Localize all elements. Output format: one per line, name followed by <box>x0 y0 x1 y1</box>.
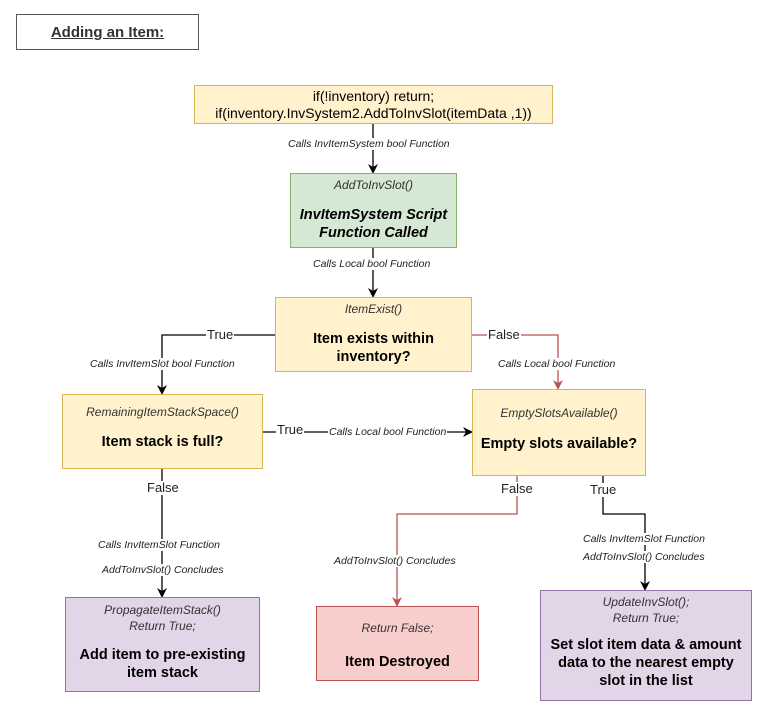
add-to-inv-slot-node: AddToInvSlot() InvItemSystem Script Func… <box>290 173 457 248</box>
edge-label-empty-false: False <box>500 481 534 496</box>
edge-label-stack-false-call-1: Calls InvItemSlot Function <box>97 539 221 551</box>
start-node: if(!inventory) return; if(inventory.InvS… <box>194 85 553 124</box>
add-to-inv-slot-fn: AddToInvSlot() <box>334 178 413 192</box>
item-exist-fn: ItemExist() <box>344 302 403 316</box>
item-exist-text: Item exists within inventory? <box>313 331 434 365</box>
empty-slots-text: Empty slots available? <box>480 436 638 452</box>
propagate-stack-node: PropagateItemStack() Return True; Add it… <box>65 597 260 692</box>
start-line-2: if(inventory.InvSystem2.AddToInvSlot(ite… <box>215 104 532 121</box>
edge-label-empty-false-call: AddToInvSlot() Concludes <box>333 555 457 567</box>
return-false-node: Return False; Item Destroyed <box>316 606 479 681</box>
update-fn-1: UpdateInvSlot(); <box>602 595 690 609</box>
edge-label-exist-true-call: Calls InvItemSlot bool Function <box>89 358 236 370</box>
edge-label-stack-false-call-2: AddToInvSlot() Concludes <box>101 564 225 576</box>
diagram-title-box: Adding an Item: <box>16 14 199 50</box>
edge-label-stack-false: False <box>146 480 180 495</box>
edge-label-start-to-add: Calls InvItemSystem bool Function <box>287 138 451 150</box>
edge-label-empty-true-call-1: Calls InvItemSlot Function <box>582 533 706 545</box>
edge-label-add-to-exist: Calls Local bool Function <box>312 258 432 270</box>
edge-label-exist-false-call: Calls Local bool Function <box>497 358 617 370</box>
edge-label-stack-true-call: Calls Local bool Function <box>328 426 448 438</box>
item-exist-node: ItemExist() Item exists within inventory… <box>275 297 472 372</box>
add-to-inv-slot-text: InvItemSystem Script Function Called <box>299 207 448 241</box>
edge-label-empty-true: True <box>589 482 618 497</box>
edge-label-exist-false: False <box>487 327 521 342</box>
propagate-text: Add item to pre-existing item stack <box>79 647 246 681</box>
edge-empty-false <box>392 476 518 607</box>
return-false-text: Item Destroyed <box>345 654 450 670</box>
remaining-stack-node: RemainingItemStackSpace() Item stack is … <box>62 394 263 469</box>
start-line-1: if(!inventory) return; <box>312 87 435 104</box>
remaining-stack-fn: RemainingItemStackSpace() <box>86 405 239 419</box>
remaining-stack-text: Item stack is full? <box>101 434 224 450</box>
empty-slots-fn: EmptySlotsAvailable() <box>500 406 618 420</box>
update-text: Set slot item data & amount data to the … <box>550 637 742 689</box>
propagate-fn-1: PropagateItemStack() <box>104 603 221 617</box>
edge-exist-true <box>157 334 275 395</box>
diagram-title: Adding an Item: <box>50 23 165 41</box>
empty-slots-node: EmptySlotsAvailable() Empty slots availa… <box>472 389 646 476</box>
edge-label-stack-true: True <box>276 422 305 437</box>
update-slot-node: UpdateInvSlot(); Return True; Set slot i… <box>540 590 752 701</box>
return-false-fn: Return False; <box>361 621 434 635</box>
edge-label-exist-true: True <box>206 327 235 342</box>
edge-label-empty-true-call-2: AddToInvSlot() Concludes <box>582 551 706 563</box>
update-fn-2: Return True; <box>612 611 680 625</box>
propagate-fn-2: Return True; <box>129 619 196 633</box>
